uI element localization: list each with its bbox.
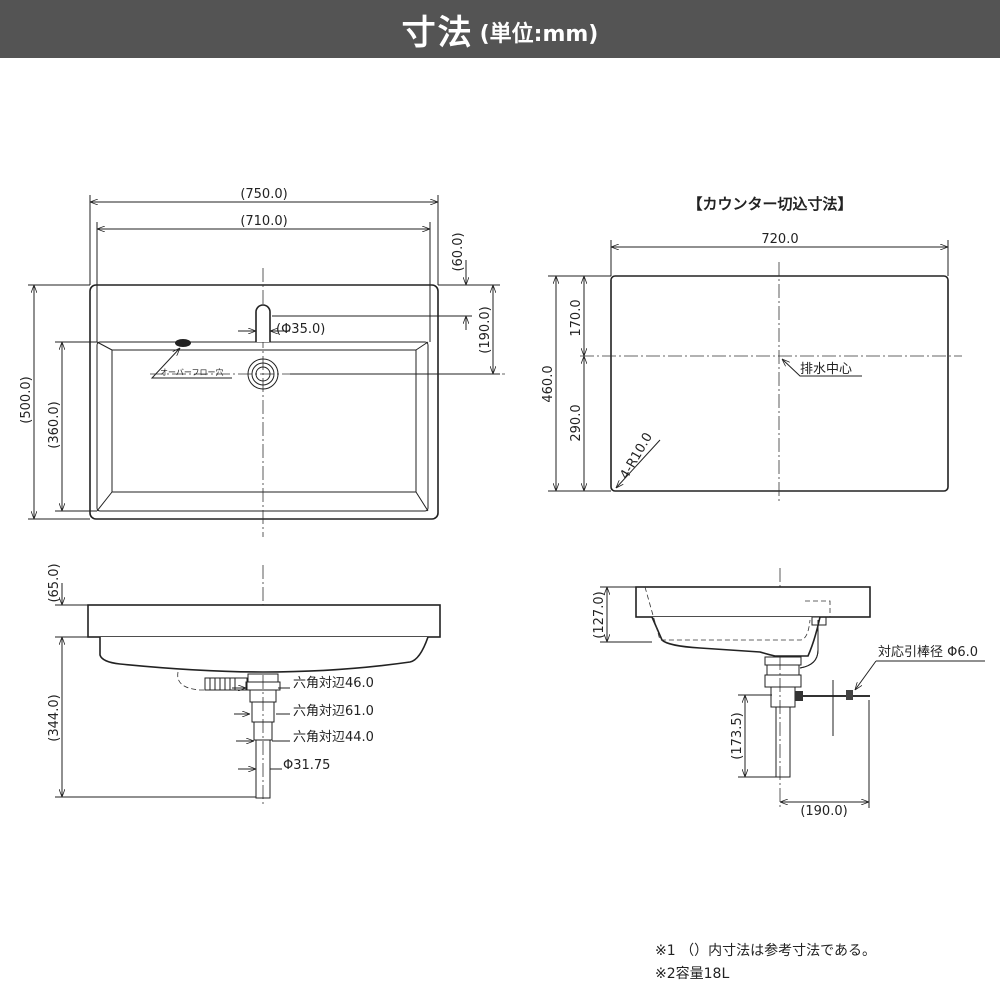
- dim-depth-inner: (360.0): [47, 401, 62, 448]
- note-2: ※2容量18L: [655, 966, 730, 982]
- side-view: (65.0) (344.0) 六角対辺46.0 六角対辺61.0 六角対辺44.…: [47, 563, 441, 805]
- dim-rim-height: (65.0): [47, 563, 62, 602]
- overflow-label: オーバーフロー穴: [160, 367, 223, 377]
- faucet-hole: [255, 304, 271, 342]
- pipe-dia-label: Φ31.75: [283, 758, 330, 773]
- overflow-hole: [175, 339, 191, 347]
- dim-faucet-hole: (Φ35.0): [276, 322, 325, 337]
- notes: ※1 （）内寸法は参考寸法である。 ※2容量18L: [655, 940, 876, 986]
- drain-assembly: [204, 673, 281, 799]
- drain-center-label: 排水中心: [800, 362, 852, 377]
- header-bar: 寸法 (単位:mm): [0, 0, 1000, 58]
- dim-trap-length: (173.5): [730, 712, 745, 759]
- dim-bowl-depth: (127.0): [592, 591, 607, 638]
- hex-label-3: 六角対辺44.0: [293, 730, 374, 745]
- cutout-title: 【カウンター切込寸法】: [687, 195, 852, 213]
- rim-side: [87, 604, 441, 638]
- dim-cutout-width: 720.0: [761, 232, 798, 247]
- dim-cutout-depth: 460.0: [541, 365, 556, 402]
- dim-depth-outer: (500.0): [19, 376, 34, 423]
- dim-center-to-back: 290.0: [569, 404, 584, 441]
- note-1: ※1 （）内寸法は参考寸法である。: [655, 943, 876, 959]
- cutout-outline: [610, 275, 949, 492]
- counter-cutout-view: 【カウンター切込寸法】 720.0 460.0 170.0 290.0 排水中心…: [541, 195, 962, 502]
- dim-rod-offset: (190.0): [800, 804, 847, 819]
- hex-label-1: 六角対辺46.0: [293, 676, 374, 691]
- dim-front-to-center: 170.0: [569, 299, 584, 336]
- top-view: オーバーフロー穴 (750.0) (710.0) (60.0) (190.0) …: [19, 187, 505, 537]
- bowl-bottom: [111, 349, 417, 493]
- bowl-section: [651, 616, 821, 657]
- hex-label-2: 六角対辺61.0: [293, 704, 374, 719]
- dim-faucet-offset: (60.0): [451, 232, 466, 271]
- section-view: 対応引棒径 Φ6.0 (127.0) (173.5) (190.0): [592, 568, 985, 819]
- bowl-side: [99, 636, 429, 673]
- rim-section: [635, 586, 871, 618]
- unit-label: (単位:mm): [479, 22, 599, 47]
- dim-width-outer: (750.0): [240, 187, 287, 202]
- dim-drain-height: (344.0): [47, 694, 62, 741]
- drain-hole: [247, 358, 279, 390]
- dim-drain-offset: (190.0): [478, 306, 493, 353]
- rod-label: 対応引棒径 Φ6.0: [878, 645, 978, 660]
- dim-width-inner: (710.0): [240, 214, 287, 229]
- page-title: 寸法: [401, 12, 474, 53]
